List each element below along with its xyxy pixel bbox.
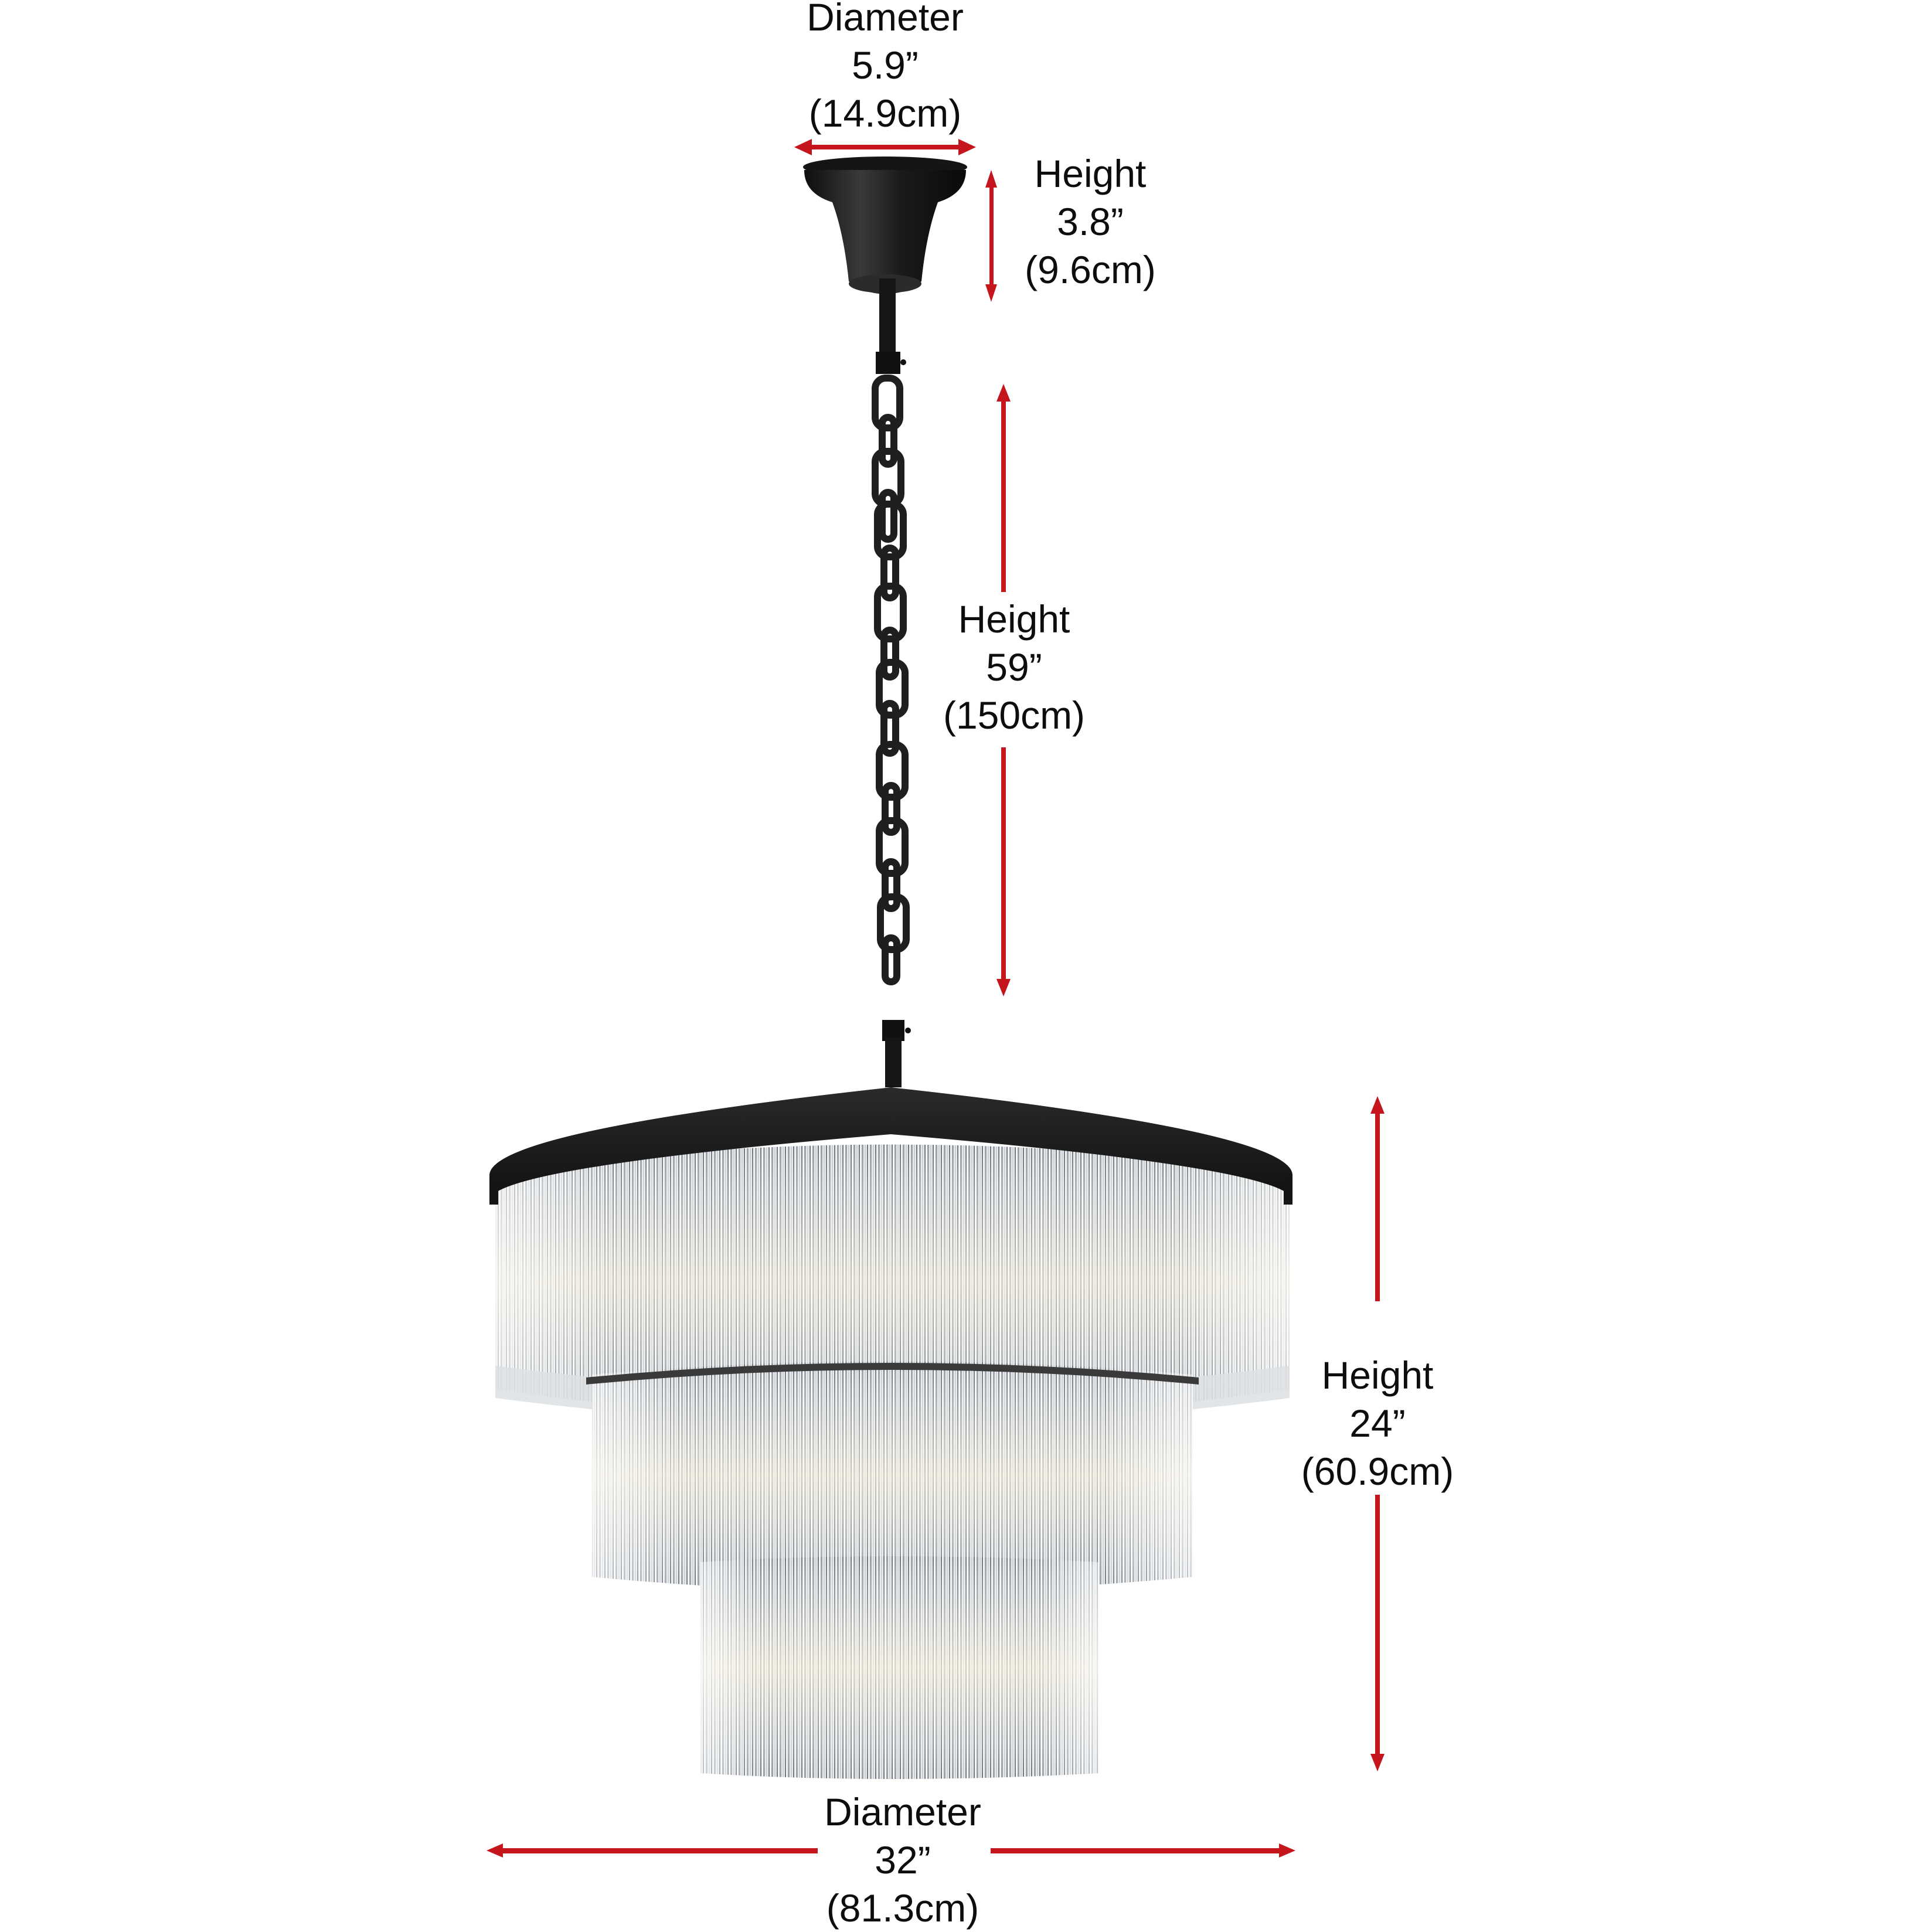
ceiling-canopy: [803, 157, 967, 294]
chain: [872, 375, 910, 985]
lower-rod: [882, 1020, 911, 1087]
arrow-canopy-diameter: [794, 139, 976, 155]
chain-height-imperial: 59”: [986, 645, 1042, 689]
chain-height-title: Height: [958, 597, 1070, 641]
fixture-diameter-label: Diameter 32” (81.3cm): [785, 1788, 1020, 1932]
arrow-canopy-height: [985, 170, 997, 302]
canopy-height-label: Height 3.8” (9.6cm): [973, 149, 1208, 294]
chain-height-label: Height 59” (150cm): [897, 595, 1131, 739]
fixture-height-imperial: 24”: [1349, 1402, 1406, 1445]
top-ring: [489, 1087, 1292, 1205]
fixture-diameter-title: Diameter: [824, 1790, 981, 1834]
down-rod: [876, 278, 906, 374]
fixture-diameter-imperial: 32”: [875, 1838, 931, 1882]
chain-height-metric: (150cm): [943, 693, 1086, 737]
fixture-height-title: Height: [1321, 1353, 1434, 1397]
tier-3-glass: [700, 1556, 1099, 1779]
fixture-height-label: Height 24” (60.9cm): [1260, 1351, 1495, 1495]
tier-1-glass: [495, 1144, 1290, 1424]
canopy-height-metric: (9.6cm): [1025, 248, 1156, 291]
fixture-diameter-metric: (81.3cm): [826, 1886, 979, 1930]
tier-2-glass: [586, 1361, 1199, 1591]
arrow-fixture-height: [1370, 1096, 1385, 1771]
canopy-height-title: Height: [1034, 152, 1147, 195]
fixture-height-metric: (60.9cm): [1301, 1450, 1454, 1493]
canopy-diameter-title: Diameter: [807, 0, 964, 39]
arrow-fixture-diameter: [487, 1843, 1295, 1858]
canopy-diameter-imperial: 5.9”: [852, 43, 919, 87]
canopy-diameter-label: Diameter 5.9” (14.9cm): [768, 0, 1002, 137]
arrow-chain-height: [996, 384, 1011, 996]
canopy-height-imperial: 3.8”: [1057, 200, 1124, 243]
canopy-diameter-metric: (14.9cm): [808, 91, 962, 135]
